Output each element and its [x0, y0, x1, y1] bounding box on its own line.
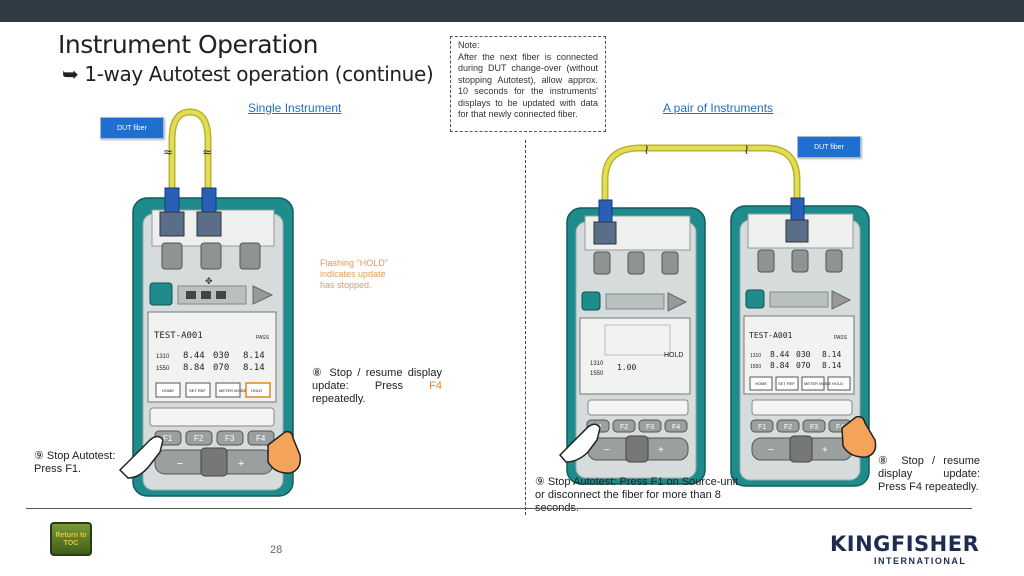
dut-fiber-tag-right: DUT fiber — [797, 136, 861, 158]
instrument-right-1: 1310 1550 1.00 HOLD F1 F2 F3 F4 − + — [558, 199, 706, 485]
lcd-mode-text: TEST-A001 — [154, 331, 203, 341]
pair-of-instruments-link[interactable]: A pair of Instruments — [663, 101, 774, 115]
key-f3: F3 — [810, 424, 818, 431]
hand-pointer-icon — [558, 423, 601, 463]
key-f4: F4 — [672, 424, 680, 431]
instrument-left: ✥ TEST-A001 PASS 1310 1550 8.44 030 8.14… — [118, 187, 302, 497]
section-divider — [525, 140, 526, 515]
soft-key-home: HOME — [162, 388, 174, 393]
note-box: Note: After the next fiber is connected … — [450, 36, 606, 132]
logo-main-text: KINGFISHER — [830, 532, 980, 556]
key-f1: F1 — [758, 424, 766, 431]
top-bar — [0, 0, 1024, 22]
key-minus: − — [768, 445, 774, 456]
subtitle-text: 1-way Autotest operation (continue) — [84, 62, 434, 86]
break-mark-icon: ≈ — [163, 145, 173, 159]
key-minus: − — [604, 445, 610, 456]
page-subtitle: ➥1-way Autotest operation (continue) — [62, 62, 434, 86]
lcd-wavelength-2: 1550 — [156, 366, 170, 372]
lcd-hold-text: HOLD — [664, 352, 683, 359]
hand-pointer-orange-icon — [841, 415, 877, 458]
lcd-value-1c: 8.14 — [822, 350, 841, 359]
lcd-wavelength-1: 1310 — [156, 354, 170, 360]
soft-key-setref: SET REF — [778, 381, 795, 386]
lcd-value-1a: 8.44 — [183, 351, 205, 361]
instrument-right-2: TEST-A001 PASS 1310 1550 8.44 030 8.14 8… — [730, 197, 877, 487]
lcd-pass-text: PASS — [834, 335, 848, 341]
soft-key-meter: METER MODE — [804, 381, 831, 386]
lcd-value-1b: 030 — [796, 350, 811, 359]
soft-key-setref: SET REF — [189, 388, 206, 393]
hand-pointer-orange-icon — [267, 430, 302, 474]
lcd-wavelength-2: 1550 — [750, 364, 761, 370]
lcd-wavelength-1: 1310 — [750, 353, 761, 359]
step9-right-body: Press F1 on Source-unit or disconnect th… — [535, 476, 739, 514]
break-mark-icon: ≀ — [644, 142, 649, 158]
lcd-value-2a: 8.84 — [183, 363, 205, 373]
lcd-mode-text: TEST-A001 — [749, 331, 793, 340]
dut-fiber-tag-left: DUT fiber — [100, 117, 164, 139]
key-plus: + — [238, 458, 244, 470]
dpad-icon: ✥ — [205, 277, 213, 287]
lcd-value-2b: 070 — [796, 361, 811, 370]
step8-left-title: ⑧ Stop / resume display update: — [312, 367, 442, 392]
key-f2: F2 — [784, 424, 792, 431]
step9-right-callout: ⑨ Stop Autotest: Press F1 on Source-unit… — [535, 476, 750, 515]
hand-pointer-icon — [118, 435, 164, 479]
key-f4: F4 — [256, 434, 266, 443]
page-number: 28 — [270, 544, 283, 556]
lcd-wavelength-2: 1550 — [590, 371, 604, 377]
arrow-icon: ➥ — [62, 62, 79, 86]
logo-sub-text: INTERNATIONAL — [874, 556, 967, 566]
soft-key-meter: METER MODE — [219, 388, 246, 393]
step8-right-callout: ⑧ Stop / resume display update: Press F4… — [878, 455, 980, 494]
step9-left-key: F1 — [65, 463, 79, 475]
key-plus: + — [658, 445, 664, 456]
lcd-value-1c: 8.14 — [243, 351, 265, 361]
flashing-hold-callout: Flashing "HOLD" indicates update has sto… — [320, 258, 388, 290]
lcd-value-2b: 070 — [213, 363, 229, 373]
key-f4: F4 — [836, 424, 844, 431]
break-mark-icon: ≀ — [744, 142, 749, 158]
key-plus: + — [822, 445, 828, 456]
step9-left-callout: ⑨ Stop Autotest: Press F1. — [34, 450, 134, 476]
key-f2: F2 — [194, 434, 204, 443]
kingfisher-logo: KINGFISHER INTERNATIONAL — [830, 526, 980, 566]
key-f2: F2 — [620, 424, 628, 431]
step9-left-tail: . — [78, 463, 82, 475]
return-to-toc-button[interactable]: Return to TOC — [50, 522, 92, 556]
step9-left-press: Press — [34, 463, 66, 475]
step9-left-title: ⑨ Stop Autotest: — [34, 450, 116, 462]
step8-left-callout: ⑧ Stop / resume display update: Press F4… — [312, 367, 442, 406]
key-f3: F3 — [225, 434, 235, 443]
key-minus: − — [177, 458, 183, 470]
fiber-link-right — [601, 144, 801, 210]
page-title: Instrument Operation — [58, 30, 318, 59]
note-body: After the next fiber is connected during… — [458, 51, 598, 120]
break-mark-icon: ≈ — [202, 145, 212, 159]
key-f1: F1 — [163, 434, 173, 443]
step8-right-title: ⑧ Stop / resume display update: — [878, 455, 980, 480]
lcd-value-2a: 8.84 — [770, 361, 789, 370]
soft-key-hold: HOLD — [832, 381, 843, 386]
lcd-value-2c: 8.14 — [822, 361, 841, 370]
lcd-value-2c: 8.14 — [243, 363, 265, 373]
single-instrument-link[interactable]: Single Instrument — [248, 101, 342, 115]
key-f3: F3 — [646, 424, 654, 431]
step8-left-press: Press — [348, 380, 430, 392]
step8-left-key: F4 — [429, 380, 442, 392]
lcd-wavelength-1: 1310 — [590, 361, 604, 367]
footer-rule — [26, 508, 972, 509]
lcd-value-1a: 8.44 — [770, 350, 789, 359]
step9-right-title: ⑨ Stop Autotest: — [535, 476, 617, 488]
step8-right-body: Press F4 repeatedly. — [878, 481, 979, 493]
lcd-value-1: 1.00 — [617, 363, 636, 372]
step8-left-tail: repeatedly. — [312, 393, 366, 405]
lcd-pass-text: PASS — [256, 335, 270, 341]
soft-key-hold: HOLD — [251, 388, 262, 393]
note-heading: Note: — [458, 40, 480, 50]
lcd-value-1b: 030 — [213, 351, 229, 361]
soft-key-home: HOME — [755, 381, 767, 386]
